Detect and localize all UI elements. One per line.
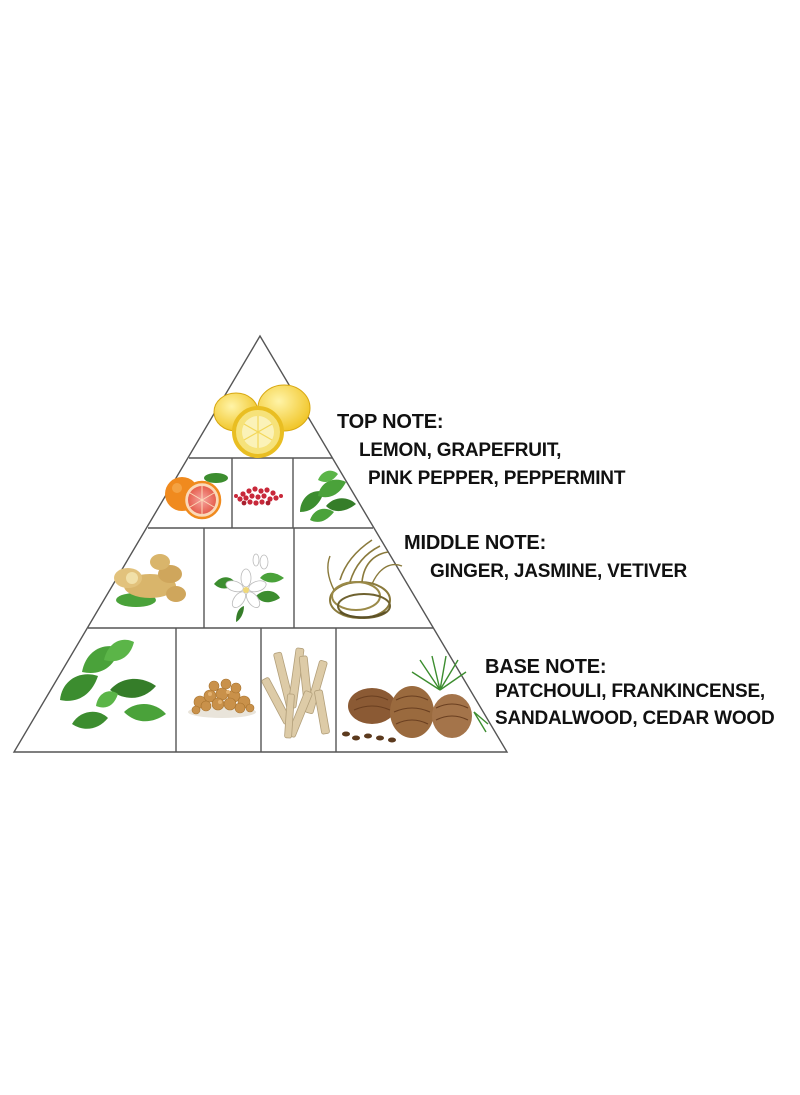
lemon-illustration xyxy=(213,384,311,458)
peppermint-illustration xyxy=(300,470,356,522)
sandalwood-illustration xyxy=(261,647,330,739)
top-note-line-1: LEMON, GRAPEFRUIT, xyxy=(359,440,562,461)
vetiver-illustration xyxy=(327,539,403,619)
grapefruit-illustration xyxy=(165,473,228,520)
jasmine-illustration xyxy=(214,553,284,622)
cedar-wood-illustration xyxy=(342,655,489,743)
top-note-title: TOP NOTE: xyxy=(337,411,444,433)
middle-note-title: MIDDLE NOTE: xyxy=(404,532,547,554)
base-note-line-2: SANDALWOOD, CEDAR WOOD xyxy=(495,708,775,729)
base-note-line-1: PATCHOULI, FRANKINCENSE, xyxy=(495,681,765,702)
frankincense-illustration xyxy=(188,678,256,718)
middle-note-line-1: GINGER, JASMINE, VETIVER xyxy=(430,561,688,582)
top-note-line-2: PINK PEPPER, PEPPERMINT xyxy=(368,468,626,489)
pyramid-frame xyxy=(12,334,509,753)
patchouli-illustration xyxy=(60,639,166,729)
base-note-title: BASE NOTE: xyxy=(485,656,607,678)
pink-pepper-illustration xyxy=(234,486,283,506)
ginger-illustration xyxy=(114,554,186,607)
